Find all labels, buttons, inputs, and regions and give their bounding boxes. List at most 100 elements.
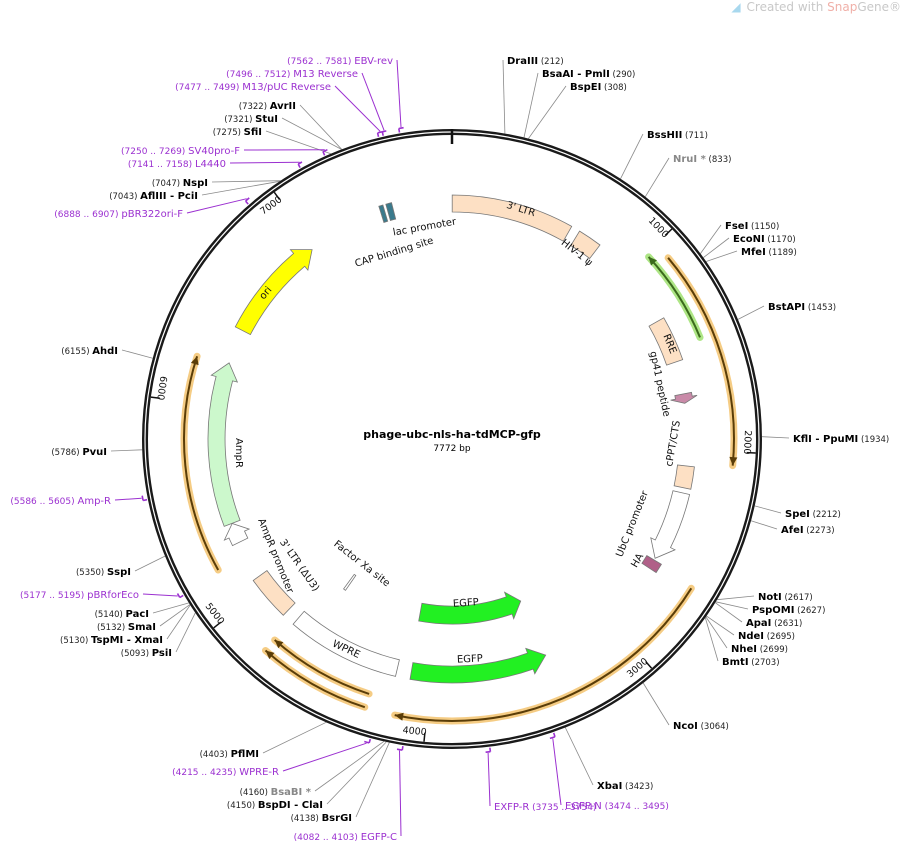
feature-egfp[interactable] xyxy=(418,591,522,625)
site-position: (2617) xyxy=(782,593,813,603)
primer-ebv-rev[interactable]: (7562 .. 7581) EBV-rev xyxy=(287,56,393,67)
site-name: NotI xyxy=(758,592,782,603)
primer-pbrforeco[interactable]: (5177 .. 5195) pBRforEco xyxy=(20,590,139,601)
primer-egfp-c[interactable]: (4082 .. 4103) EGFP-C xyxy=(294,832,397,843)
restriction-site-smai[interactable]: (5132) SmaI xyxy=(97,622,156,633)
restriction-site-ahdi[interactable]: (6155) AhdI xyxy=(61,346,118,357)
watermark-brand-rest: Gene xyxy=(857,0,889,14)
restriction-site-pspomi[interactable]: PspOMI (2627) xyxy=(752,605,825,616)
site-name: BstAPI xyxy=(768,302,805,313)
restriction-site-xbai[interactable]: XbaI (3423) xyxy=(597,781,653,792)
primer-l4440[interactable]: (7141 .. 7158) L4440 xyxy=(128,159,226,170)
orf-arrow[interactable] xyxy=(274,639,370,695)
restriction-site-draiii[interactable]: DraIII (212) xyxy=(507,56,564,67)
restriction-site-ndei[interactable]: NdeI (2695) xyxy=(738,631,795,642)
restriction-site-sfii[interactable]: (7275) SfiI xyxy=(213,127,262,138)
primer-wpre-r[interactable]: (4215 .. 4235) WPRE-R xyxy=(172,767,279,778)
feature-cap-binding-site[interactable] xyxy=(378,204,389,224)
primer-mark[interactable] xyxy=(549,735,556,740)
feature-lac-promoter[interactable] xyxy=(385,202,397,221)
orf-arrow[interactable] xyxy=(264,649,366,709)
primer-amp-r[interactable]: (5586 .. 5605) Amp-R xyxy=(10,496,111,507)
feature-rre[interactable] xyxy=(648,317,684,366)
restriction-site-apai[interactable]: ApaI (2631) xyxy=(746,618,802,629)
restriction-site-psii[interactable]: (5093) PsiI xyxy=(121,648,172,659)
primer-mark[interactable] xyxy=(297,161,303,165)
feature-hiv-1-[interactable] xyxy=(570,230,601,260)
primer-sv40pro-f[interactable]: (7250 .. 7269) SV40pro-F xyxy=(121,146,240,157)
site-name: SspI xyxy=(107,567,131,578)
primer-exfp-r[interactable]: EXFP-R (3735 .. 3754) xyxy=(494,802,596,813)
orf-arrow[interactable] xyxy=(183,355,220,571)
restriction-site-econi[interactable]: EcoNI (1170) xyxy=(733,234,796,245)
primer-range: (4082 .. 4103) xyxy=(294,833,361,843)
feature-egfp[interactable] xyxy=(409,647,547,684)
primer-leader-line xyxy=(114,497,142,501)
primer-mark[interactable] xyxy=(322,148,328,153)
primer-mark[interactable] xyxy=(364,740,370,744)
site-leader-line xyxy=(564,727,594,786)
restriction-site-bsaai[interactable]: BsaAI - PmlI (290) xyxy=(542,69,635,80)
site-position: (3064) xyxy=(698,722,729,732)
restriction-site-afei[interactable]: AfeI (2273) xyxy=(781,525,835,536)
primer-name: EXFP-R xyxy=(494,802,529,813)
restriction-site-fsei[interactable]: FseI (1150) xyxy=(725,221,779,232)
feature-3-ltr[interactable] xyxy=(451,194,573,242)
restriction-site-avrii[interactable]: (7322) AvrII xyxy=(239,101,296,112)
restriction-site-tspmi[interactable]: (5130) TspMI - XmaI xyxy=(60,635,163,646)
restriction-site-nrui[interactable]: NruI * (833) xyxy=(673,154,731,165)
restriction-site-bmti[interactable]: BmtI (2703) xyxy=(722,657,780,668)
primer-name: M13/pUC Reverse xyxy=(242,82,331,93)
restriction-site-bsabi[interactable]: (4160) BsaBI * xyxy=(240,787,312,798)
restriction-site-bsshii[interactable]: BssHII (711) xyxy=(647,130,708,141)
primer-name: SV40pro-F xyxy=(188,146,240,157)
primer-mark[interactable] xyxy=(398,126,404,130)
feature-ampr[interactable] xyxy=(207,362,241,527)
primer-mark[interactable] xyxy=(396,748,403,751)
feature-factor-xa-site[interactable] xyxy=(343,573,357,591)
feature-ubc-promoter[interactable] xyxy=(650,490,691,559)
primer-m13-puc-reverse[interactable]: (7477 .. 7499) M13/pUC Reverse xyxy=(175,82,331,93)
feature-cppt-cts[interactable] xyxy=(673,464,695,490)
restriction-site-noti[interactable]: NotI (2617) xyxy=(758,592,813,603)
site-name: PvuI xyxy=(82,447,107,458)
primer-m13-reverse[interactable]: (7496 .. 7512) M13 Reverse xyxy=(226,69,358,80)
restriction-site-bspdi[interactable]: (4150) BspDI - ClaI xyxy=(227,800,323,811)
restriction-site-pflmi[interactable]: (4403) PflMI xyxy=(200,749,259,760)
primer-range: (3474 .. 3495) xyxy=(602,802,669,812)
primer-mark[interactable] xyxy=(245,197,250,202)
primer-egfp-n[interactable]: EGFP-N (3474 .. 3495) xyxy=(565,801,669,812)
feature-wpre[interactable] xyxy=(292,610,400,677)
restriction-site-stui[interactable]: (7321) StuI xyxy=(224,114,278,125)
restriction-site-nhei[interactable]: NheI (2699) xyxy=(731,644,788,655)
primer-pbr322ori-f[interactable]: (6888 .. 6907) pBR322ori-F xyxy=(54,209,183,220)
restriction-site-bsrgi[interactable]: (4138) BsrGI xyxy=(291,813,352,824)
feature-ha[interactable] xyxy=(641,555,662,574)
orf-arrow[interactable] xyxy=(394,587,693,722)
site-position: (5132) xyxy=(97,623,128,633)
orf-arrow[interactable] xyxy=(667,257,735,466)
restriction-site-spei[interactable]: SpeI (2212) xyxy=(785,509,841,520)
restriction-site-bspei[interactable]: BspEI (308) xyxy=(570,82,627,93)
feature-gp41-peptide[interactable] xyxy=(670,391,698,404)
restriction-site-kfli[interactable]: KflI - PpuMI (1934) xyxy=(793,434,889,445)
restriction-site-nspi[interactable]: (7047) NspI xyxy=(152,178,208,189)
feature-3-ltr-u3-[interactable] xyxy=(252,570,296,616)
restriction-site-afliii[interactable]: (7043) AflIII - PciI xyxy=(109,191,198,202)
restriction-site-paci[interactable]: (5140) PacI xyxy=(95,609,149,620)
site-name: BsaAI - PmlI xyxy=(542,69,610,80)
restriction-site-sspi[interactable]: (5350) SspI xyxy=(76,567,131,578)
site-leader-line xyxy=(620,133,644,179)
snapgene-logo-icon: ◢ xyxy=(731,0,741,14)
restriction-site-ncoi[interactable]: NcoI (3064) xyxy=(673,721,729,732)
scale-tick xyxy=(273,191,281,201)
restriction-site-bstapi[interactable]: BstAPI (1453) xyxy=(768,302,836,313)
primer-mark[interactable] xyxy=(377,130,384,134)
feature-ampr-promoter[interactable] xyxy=(223,523,251,547)
feature-ori[interactable] xyxy=(234,249,313,336)
restriction-site-mfei[interactable]: MfeI (1189) xyxy=(741,247,797,258)
primer-range: (4215 .. 4235) xyxy=(172,768,239,778)
restriction-site-pvui[interactable]: (5786) PvuI xyxy=(51,447,107,458)
orf-arrowhead-icon xyxy=(190,356,199,366)
